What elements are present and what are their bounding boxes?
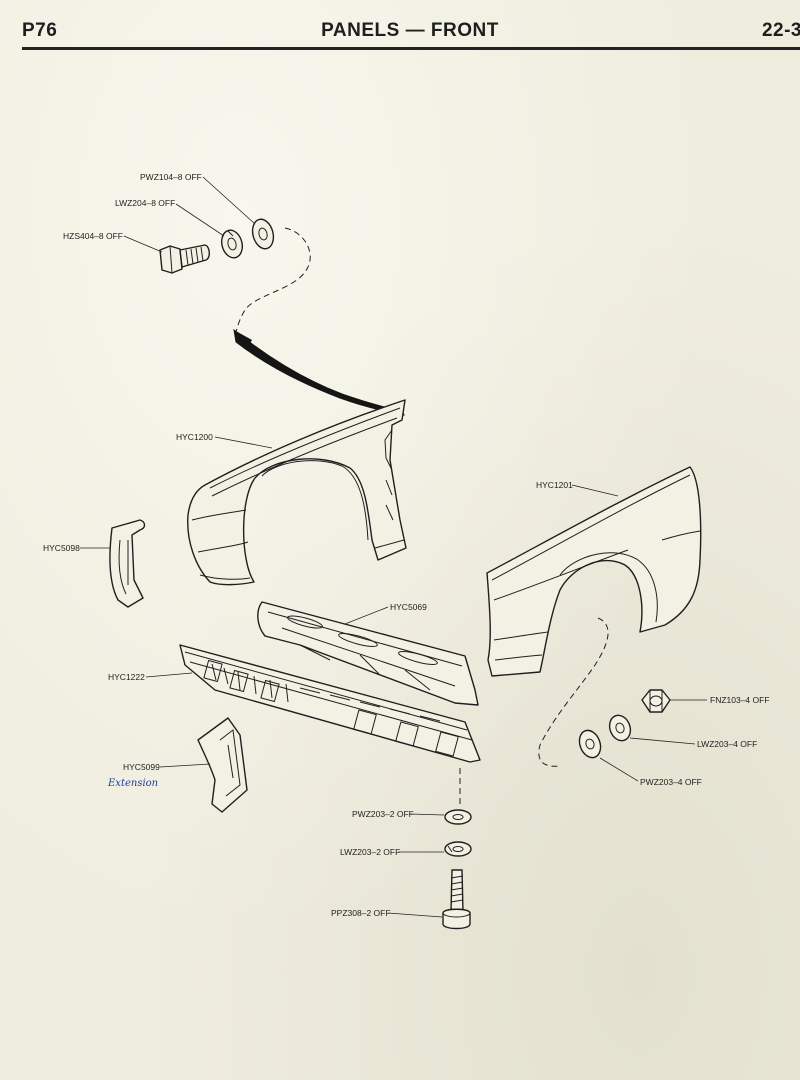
label-hyc1200: HYC1200 (176, 432, 213, 442)
assembly-path-top (235, 227, 311, 333)
handwritten-extension-note: Extension (107, 778, 158, 789)
label-fnz103: FNZ103–4 OFF (710, 695, 770, 705)
page-reference: P76 (22, 20, 58, 41)
page-title: PANELS — FRONT (321, 20, 499, 41)
label-pwz104: PWZ104–8 OFF (140, 172, 202, 182)
bolt-ppz308 (442, 869, 471, 930)
right-front-wing-hyc1201 (486, 466, 702, 677)
label-hzs404: HZS404–8 OFF (63, 231, 123, 241)
section-number: 22-3 (761, 20, 800, 41)
label-hyc1201: HYC1201 (536, 480, 573, 490)
label-ppz308: PPZ308–2 OFF (331, 908, 391, 918)
header-rule (22, 47, 800, 50)
label-pwz203-2: PWZ203–2 OFF (352, 809, 414, 819)
plain-washer-pwz203-4 (578, 729, 602, 759)
plain-washer-pwz203-2 (444, 809, 472, 825)
valance-hyc5069 (257, 601, 479, 706)
bolt-hzs404 (159, 244, 210, 274)
label-lwz203-2: LWZ203–2 OFF (340, 847, 400, 857)
extension-hyc5099 (197, 717, 248, 813)
assembly-path-right (538, 617, 609, 767)
label-lwz204: LWZ204–8 OFF (115, 198, 175, 208)
nut-fnz103 (641, 689, 671, 713)
plain-washer-pwz104 (251, 218, 275, 250)
label-hyc5098: HYC5098 (43, 543, 80, 553)
lock-washer-lwz204 (220, 229, 244, 259)
seal-strip (233, 328, 405, 416)
bracket-hyc5098 (109, 519, 146, 608)
label-hyc5069: HYC5069 (390, 602, 427, 612)
lock-washer-lwz203-4 (608, 714, 632, 742)
seal-strip-end (234, 330, 252, 350)
apron-hyc1222 (179, 644, 481, 763)
left-front-wing-hyc1200 (187, 399, 407, 586)
leader-lines (80, 176, 707, 918)
lock-washer-lwz203-2 (444, 841, 472, 857)
label-hyc1222: HYC1222 (108, 672, 145, 682)
label-pwz203-4: PWZ203–4 OFF (640, 777, 702, 787)
label-hyc5099: HYC5099 (123, 762, 160, 772)
label-lwz203-4: LWZ203–4 OFF (697, 739, 757, 749)
